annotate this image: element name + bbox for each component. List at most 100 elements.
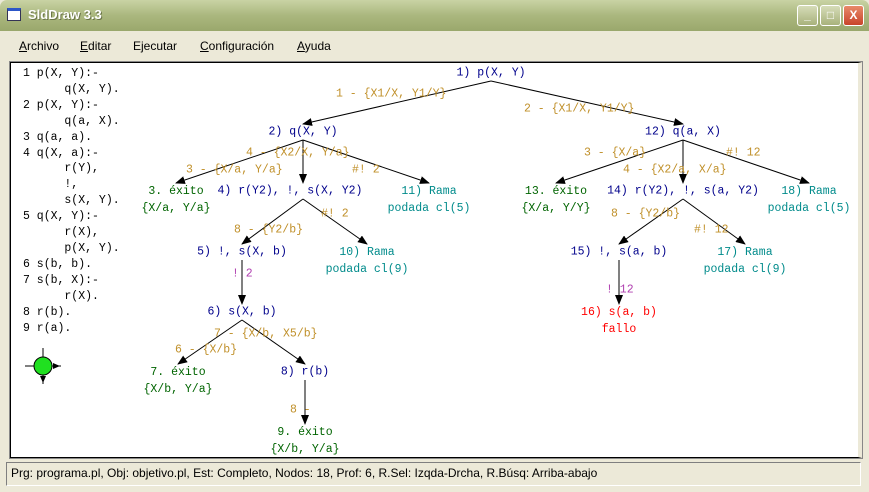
program-line: r(Y), [23,162,99,176]
program-line: 5 q(X, Y):- [23,210,99,224]
node-text: 3. éxito [148,184,204,198]
menu-configuracion[interactable]: Configuración [200,39,274,53]
menu-ejecutar[interactable]: Ejecutar [133,39,177,53]
program-line: 2 p(X, Y):- [23,98,99,112]
close-button[interactable]: X [843,5,864,26]
node-text: {X/b, Y/a} [143,382,213,396]
edge-label: #! 12 [694,223,729,237]
maximize-button[interactable]: □ [820,5,841,26]
node-text: 2) q(X, Y) [268,125,338,139]
program-line: r(X), [23,226,99,240]
node-text: 15) !, s(a, b) [570,245,668,259]
tree-node-goal[interactable]: 14) r(Y2), !, s(a, Y2) [607,183,759,200]
tree-edge [241,319,306,365]
menu-editar[interactable]: Editar [80,39,111,53]
menu-ayuda[interactable]: Ayuda [297,39,331,53]
tree-node-success[interactable]: 13. éxito {X/a, Y/Y} [521,183,590,217]
tree-edge [302,80,492,126]
edge-label: ! 12 [606,283,634,297]
tree-node-goal[interactable]: 12) q(a, X) [645,124,721,141]
edge-label: #! 12 [726,146,761,160]
edge-label: 6 - {X/b} [175,343,238,357]
tree-edge [302,139,430,184]
tree-node-goal[interactable]: 8) r(b) [281,364,329,381]
program-line: r(X). [23,289,99,303]
edge-label: 2 - {X1/X, Y1/Y} [524,102,635,116]
edge-label: 3 - {X/a, Y/a} [186,163,283,177]
program-line: 4 q(X, a):- [23,146,99,160]
tree-node-goal[interactable]: 15) !, s(a, b) [571,244,668,261]
tree-node-success[interactable]: 9. éxito {X/b, Y/a} [270,424,339,458]
tree-node-pruned[interactable]: 11) Rama podada cl(5) [388,183,471,217]
node-text: 5) !, s(X, b) [197,245,287,259]
tree-edge [555,139,684,184]
program-listing: 1 p(X, Y):- q(X, Y).2 p(X, Y):- q(a, X).… [23,66,120,336]
program-line: 7 s(b, X):- [23,273,99,287]
node-text: {X/a, Y/a} [141,201,211,215]
title-bar[interactable]: SldDraw 3.3 _ □ X [0,0,869,31]
tree-node-failure[interactable]: 16) s(a, b) fallo [581,304,657,338]
tree-node-pruned[interactable]: 17) Rama podada cl(9) [704,244,787,278]
node-text: 14) r(Y2), !, s(a, Y2) [607,184,759,198]
node-text: podada cl(9) [325,262,409,276]
tree-node-success[interactable]: 7. éxito {X/b, Y/a} [143,364,212,398]
minimize-button[interactable]: _ [797,5,818,26]
edge-label: 8 - {Y2/b} [234,223,304,237]
edge-label: #! 2 [352,163,380,177]
program-line: p(X, Y). [23,241,120,255]
menu-accel: C [200,39,209,53]
menu-accel: E [80,39,89,53]
node-text: podada cl(9) [703,262,787,276]
tree-node-goal[interactable]: 1) p(X, Y) [456,65,525,82]
tree-node-success[interactable]: 3. éxito {X/a, Y/a} [141,183,210,217]
edge-label: 4 - {X2/X, Y/a} [246,146,350,160]
menu-label: rchivo [27,39,60,53]
menu-accel: A [19,39,28,53]
tree-node-goal[interactable]: 2) q(X, Y) [268,124,337,141]
menu-archivo[interactable]: Archivo [19,39,59,53]
node-text: 6) s(X, b) [207,305,277,319]
app-icon [7,8,21,21]
node-text: fallo [601,322,637,336]
node-text: 7. éxito [150,365,206,379]
program-line: 6 s(b, b). [23,257,93,271]
tree-node-goal[interactable]: 6) s(X, b) [207,304,276,321]
edge-label: 3 - {X/a} [584,146,647,160]
node-text: 17) Rama [717,245,773,259]
node-text: 9. éxito [277,425,333,439]
tree-edge [177,319,243,365]
tree-canvas[interactable]: 1 p(X, Y):- q(X, Y).2 p(X, Y):- q(a, X).… [9,61,863,459]
program-line: q(X, Y). [23,82,120,96]
program-line: !, [23,178,79,192]
menu-label: Ejecutar [133,39,178,53]
edge-label: #! 2 [321,207,349,221]
edge-label: 1 - {X1/X, Y1/Y} [336,87,447,101]
menu-accel: A [297,39,305,53]
tree-edge [241,198,304,245]
program-line: 3 q(a, a). [23,130,93,144]
node-text: {X/a, Y/Y} [521,201,591,215]
node-text: 12) q(a, X) [645,125,721,139]
node-text: 18) Rama [781,184,837,198]
pan-navigator-icon[interactable] [25,348,61,384]
node-text: 16) s(a, b) [581,305,657,319]
program-line: 9 r(a). [23,321,72,335]
tree-edge [682,139,810,184]
menu-bar: Archivo Editar Ejecutar Configuración Ay… [4,31,865,60]
program-line: 8 r(b). [23,305,72,319]
node-text: 11) Rama [401,184,457,198]
tree-node-goal[interactable]: 5) !, s(X, b) [197,244,287,261]
node-text: 13. éxito [524,184,588,198]
tree-edge [302,198,368,245]
window-title: SldDraw 3.3 [28,7,102,22]
node-text: {X/b, Y/a} [270,442,340,456]
edge-label: ! 2 [232,267,253,281]
edge-label: 4 - {X2/a, X/a} [623,163,727,177]
menu-label: yuda [304,39,331,53]
menu-label: ditar [88,39,112,53]
node-text: podada cl(5) [387,201,471,215]
tree-node-goal[interactable]: 4) r(Y2), !, s(X, Y2) [218,183,363,200]
edge-label: 8 - {Y2/b} [611,207,681,221]
